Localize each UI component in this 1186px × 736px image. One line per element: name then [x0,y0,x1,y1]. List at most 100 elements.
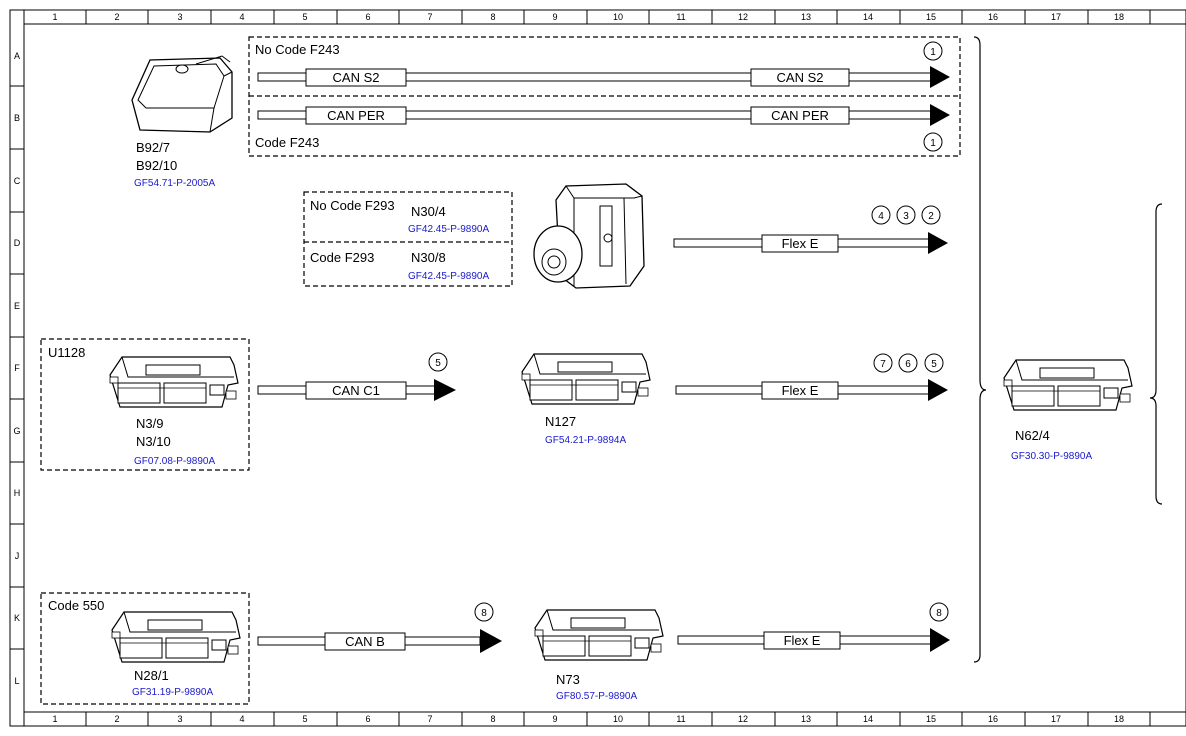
row-label: E [14,301,20,311]
bus-flex-e-d: Flex E [673,232,948,254]
ref-marker-text: 8 [481,608,487,619]
col-label: 2 [114,714,119,724]
ref-marker-text: 4 [878,211,884,222]
component-n73: N73 [556,672,580,687]
ref-marker-text: 3 [903,211,909,222]
col-label: 8 [490,12,495,22]
component-n127: N127 [545,414,576,429]
ref-marker-text: 8 [936,608,942,619]
row-label: A [14,51,20,61]
col-label: 11 [676,714,685,724]
row-label: K [14,613,20,623]
col-label: 13 [801,12,811,22]
bus-label: Flex E [784,633,821,648]
doc-ref-link[interactable]: GF80.57-P-9890A [556,691,637,702]
doc-ref-link[interactable]: GF31.19-P-9890A [132,687,213,698]
col-label: 5 [302,12,307,22]
col-label: 1 [52,714,57,724]
component-n3-10: N3/10 [136,434,171,449]
col-label: 4 [239,714,244,724]
col-label: 3 [177,12,182,22]
col-label: 17 [1051,12,1061,22]
component-b92-7: B92/7 [136,140,170,155]
group-label-no-code-f293: No Code F293 [310,198,395,213]
bus-can-b: CAN B [257,629,502,653]
abs-hydraulic-unit-icon [533,183,645,289]
ref-marker [896,205,916,225]
bus-label: CAN B [345,634,385,649]
ref-marker [428,352,448,372]
ref-marker-text: 6 [905,359,911,370]
group-label-no-code-f243: No Code F243 [255,42,340,57]
bus-flex-e-f: Flex E [675,379,948,401]
col-label: 13 [801,714,811,724]
bus-label: CAN C1 [332,383,380,398]
ref-marker-text: 1 [930,138,936,149]
col-label: 6 [365,12,370,22]
bus-can-per: CAN PER CAN PER [257,104,950,126]
col-label: 18 [1114,714,1124,724]
row-label: B [14,113,20,123]
row-label: C [14,176,21,186]
col-label: 7 [427,714,432,724]
n127-ecu-icon [521,353,651,405]
col-label: 5 [302,714,307,724]
row-label: D [14,238,21,248]
col-label: 14 [863,714,873,724]
bus-can-c1: CAN C1 [257,379,456,401]
component-n3-9: N3/9 [136,416,163,431]
bus-label: CAN S2 [777,70,824,85]
col-label: 12 [738,714,748,724]
col-label: 15 [926,714,936,724]
group-code-550 [40,592,250,705]
bus-label: CAN S2 [333,70,380,85]
component-n28-1: N28/1 [134,668,169,683]
col-label: 3 [177,714,182,724]
b92-module-icon [131,55,233,133]
col-label: 12 [738,12,748,22]
bus-label: CAN PER [327,108,385,123]
col-label: 9 [552,714,557,724]
component-n62-4: N62/4 [1015,428,1050,443]
row-label: L [14,676,19,686]
frame [9,9,1186,727]
group-f293 [303,191,513,287]
row-label: F [14,363,20,373]
col-label: 10 [613,12,623,22]
doc-ref-link[interactable]: GF30.30-P-9890A [1011,451,1092,462]
bottom-ruler: 1 2 3 4 5 6 7 8 9 10 11 12 13 14 15 16 1… [52,712,1151,726]
bus-label: CAN PER [771,108,829,123]
n73-ecu-icon [534,609,664,661]
ref-marker [929,602,949,622]
col-label: 10 [613,714,623,724]
col-label: 1 [52,12,57,22]
col-label: 4 [239,12,244,22]
ref-marker [898,353,918,373]
doc-ref-link[interactable]: GF07.08-P-9890A [134,456,215,467]
doc-ref-link[interactable]: GF42.45-P-9890A [408,271,489,282]
col-label: 18 [1114,12,1124,22]
ref-marker [924,353,944,373]
ref-marker-text: 1 [930,47,936,58]
bus-label: Flex E [782,236,819,251]
col-label: 6 [365,714,370,724]
component-n30-8: N30/8 [411,250,446,265]
n62-4-ecu-icon [1003,359,1133,411]
ref-marker [921,205,941,225]
col-label: 8 [490,714,495,724]
doc-ref-link[interactable]: GF54.71-P-2005A [134,178,215,189]
bus-label: Flex E [782,383,819,398]
doc-ref-link[interactable]: GF54.21-P-9894A [545,435,626,446]
row-label: G [13,426,20,436]
ref-marker-text: 5 [931,359,937,370]
col-label: 15 [926,12,936,22]
group-label-code-f293: Code F293 [310,250,374,265]
row-label: J [15,551,20,561]
ref-marker [871,205,891,225]
ref-marker [474,602,494,622]
n28-1-ecu-icon [111,611,241,663]
doc-ref-link[interactable]: GF42.45-P-9890A [408,224,489,235]
group-u1128 [40,338,250,471]
bus-can-s2: CAN S2 CAN S2 [257,66,950,88]
